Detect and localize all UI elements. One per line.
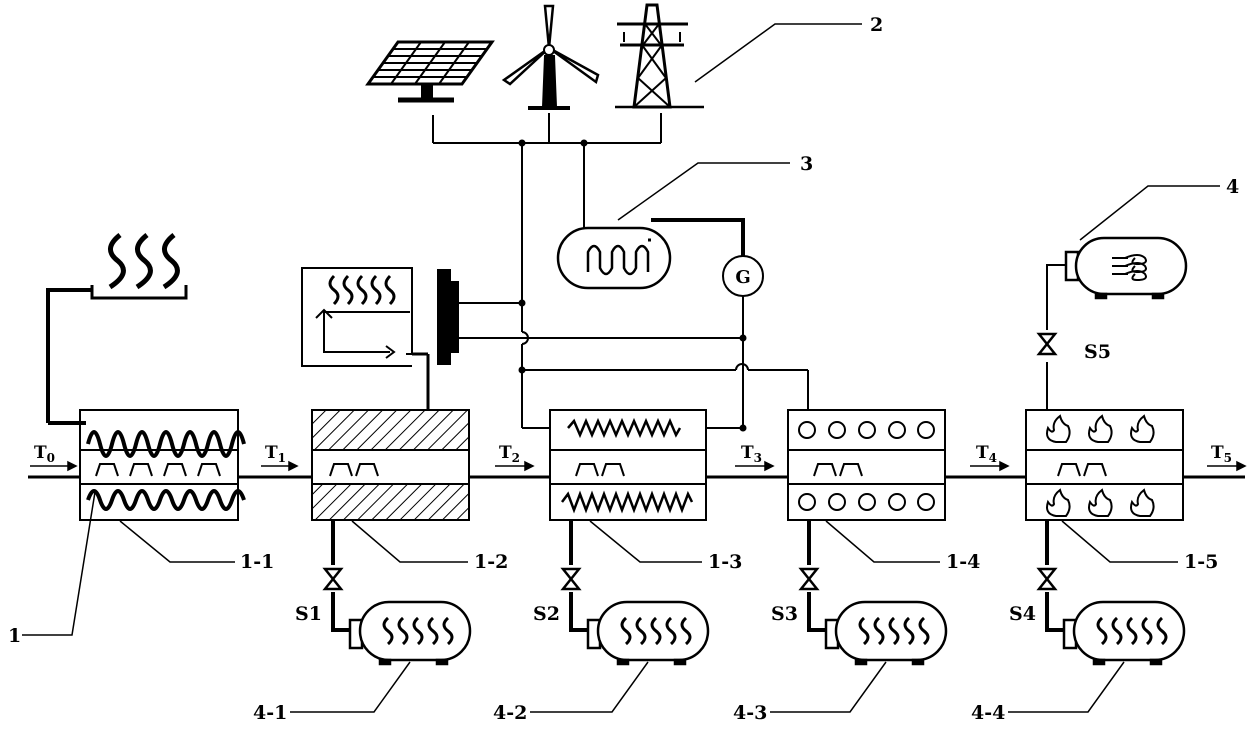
label-3: 3 <box>800 153 813 175</box>
temperature-arrows <box>30 460 1247 472</box>
power-tower-icon <box>615 3 704 109</box>
label-2: 2 <box>870 14 883 36</box>
label-1-3: 1-3 <box>708 551 742 573</box>
label-s2: S2 <box>533 603 560 625</box>
temp-label-t5: T5 <box>1211 443 1232 465</box>
label-1-4: 1-4 <box>946 551 980 573</box>
section-1-1 <box>79 409 246 521</box>
waste-heat-icon <box>46 233 188 425</box>
label-4-1: 4-1 <box>253 702 287 724</box>
section-1-4 <box>787 409 946 521</box>
label-s1: S1 <box>295 603 322 625</box>
section-1-2 <box>311 409 470 521</box>
generator-icon: G <box>722 255 764 297</box>
power-bus <box>432 113 809 429</box>
solar-panel-icon <box>365 40 495 103</box>
generator-label: G <box>735 267 750 288</box>
temp-label-t4: T4 <box>976 443 997 465</box>
tank-4-2 <box>560 520 710 666</box>
tank-4-3 <box>798 520 948 666</box>
junction-dots <box>518 139 747 432</box>
tank-4-1 <box>322 520 472 666</box>
tank-4 <box>1036 236 1188 410</box>
label-4-4: 4-4 <box>971 702 1005 724</box>
label-4: 4 <box>1226 176 1239 198</box>
temp-label-t0: T0 <box>34 443 55 465</box>
thermal-storage-tank <box>556 226 672 290</box>
leader-lines <box>22 23 1220 713</box>
temp-label-t3: T3 <box>741 443 762 465</box>
component-labels: 2 3 4 1 1-1 1-2 1-3 1-4 1-5 4-1 4-2 4-3 … <box>8 14 1239 724</box>
label-4-2: 4-2 <box>493 702 527 724</box>
section-1-5 <box>1025 409 1184 521</box>
label-1-1: 1-1 <box>240 551 274 573</box>
label-s3: S3 <box>771 603 798 625</box>
heat-recovery-unit <box>301 267 459 410</box>
tank-4-4 <box>1036 520 1186 666</box>
label-1-2: 1-2 <box>474 551 508 573</box>
label-s4: S4 <box>1009 603 1036 625</box>
section-1-3 <box>549 409 707 521</box>
label-1: 1 <box>8 625 21 647</box>
temp-label-t2: T2 <box>499 443 520 465</box>
label-s5: S5 <box>1084 341 1111 363</box>
label-4-3: 4-3 <box>733 702 767 724</box>
wind-turbine-icon <box>501 4 600 110</box>
temperature-labels: T0 T1 T2 T3 T4 T5 <box>34 443 1232 465</box>
label-1-5: 1-5 <box>1184 551 1218 573</box>
temp-label-t1: T1 <box>265 443 286 465</box>
